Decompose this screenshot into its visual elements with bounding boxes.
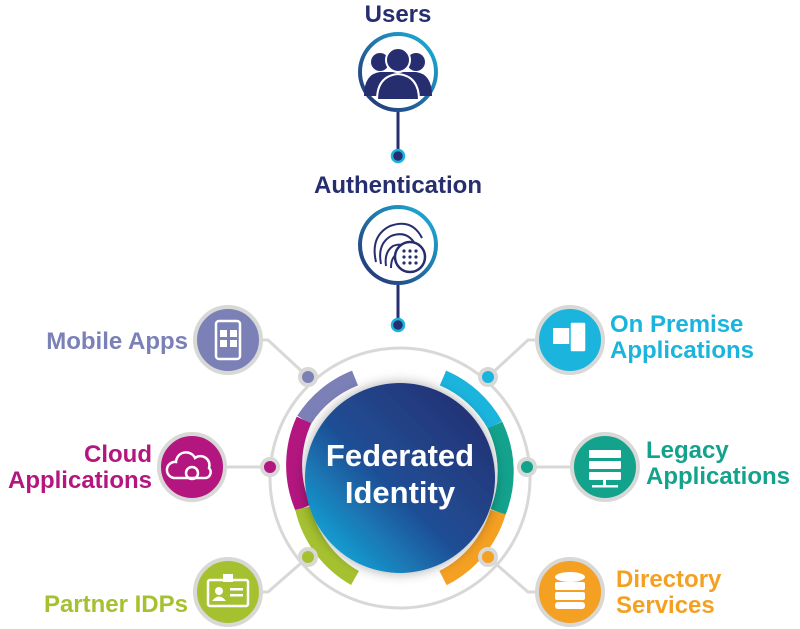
on-premise-label-line1: On Premise — [610, 311, 743, 338]
federated-identity-hub: Federated Identity — [305, 383, 495, 573]
users-icon — [358, 32, 438, 112]
node-partner-idps: Partner IDPs — [44, 557, 263, 627]
ring-dots — [260, 367, 537, 567]
node-legacy-applications: Legacy Applications — [570, 432, 790, 502]
mobile-phone-icon — [193, 305, 263, 375]
node-cloud-applications: Cloud Applications — [8, 432, 227, 502]
node-directory-services: Directory Services — [535, 557, 722, 627]
legacy-label-line2: Applications — [646, 463, 790, 490]
users-label: Users — [365, 1, 432, 28]
fingerprint-icon — [358, 205, 438, 285]
cloud-label-line1: Cloud — [84, 441, 152, 468]
directory-label-line1: Directory — [616, 566, 722, 593]
legacy-label-line1: Legacy — [646, 437, 729, 464]
center-ring-segments — [286, 370, 514, 586]
cloud-label-line2: Applications — [8, 467, 152, 494]
center-label-line2: Identity — [345, 475, 456, 510]
center-label-line1: Federated — [326, 438, 474, 473]
on-premise-label-line2: Applications — [610, 337, 754, 364]
node-mobile-apps: Mobile Apps — [46, 305, 263, 375]
directory-label-line2: Services — [616, 592, 715, 619]
partner-idps-label: Partner IDPs — [44, 591, 188, 618]
node-on-premise-applications: On Premise Applications — [535, 305, 754, 375]
mobile-apps-label: Mobile Apps — [46, 328, 188, 355]
authentication-connector-dot — [390, 317, 406, 333]
users-connector-dot — [390, 148, 406, 164]
authentication-label: Authentication — [314, 172, 482, 199]
id-badge-icon — [193, 557, 263, 627]
